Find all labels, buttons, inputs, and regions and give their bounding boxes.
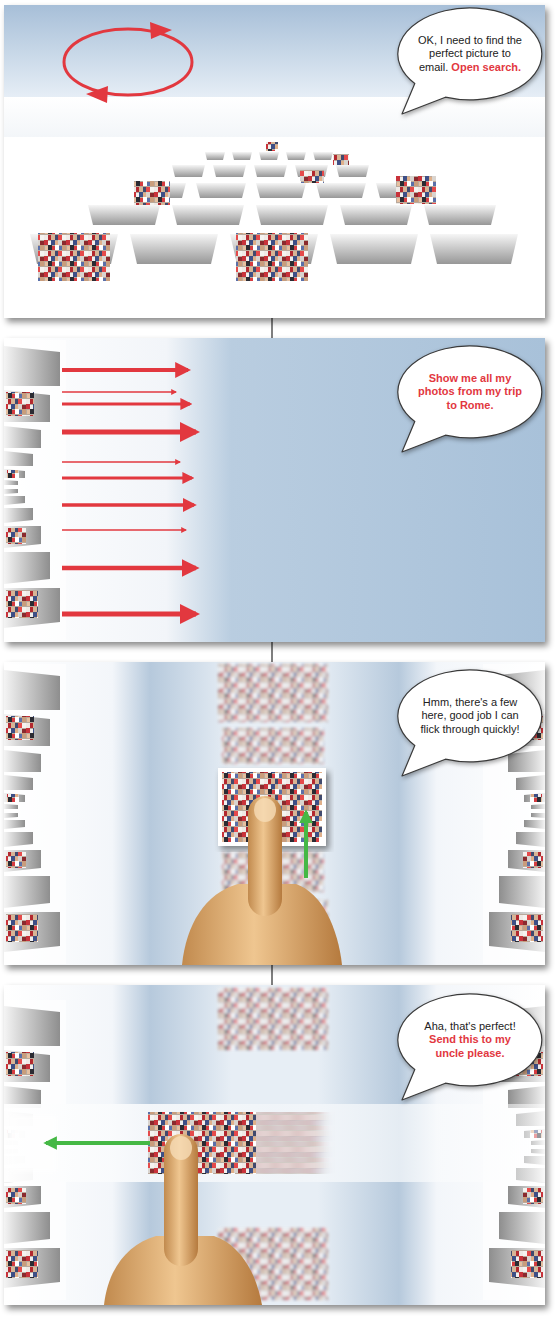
speech-bubble: Hmm, there's a few here, good job I can … <box>394 666 544 778</box>
red-arrow <box>62 403 190 406</box>
photo-thumbnail <box>266 142 278 151</box>
finger-nail <box>170 1136 192 1160</box>
red-arrow <box>62 391 176 393</box>
red-arrow <box>62 566 196 571</box>
bubble-text-area: Show me all my photos from my trip to Ro… <box>416 350 524 434</box>
photo-thumbnail <box>38 233 110 281</box>
photo-shelves <box>430 234 518 264</box>
photo-shelves <box>196 183 246 198</box>
speech-bubble: Aha, that's perfect!Send this to my uncl… <box>394 990 544 1102</box>
panel-flick-through <box>4 662 545 965</box>
photo-thumbnail <box>218 988 328 1050</box>
photo-shelves <box>256 183 306 198</box>
bubble-text: Show me all my photos from my trip to Ro… <box>418 372 522 411</box>
red-arrow <box>62 503 194 507</box>
hand-finger <box>248 796 282 916</box>
bubble-text-block: Show me all my photos from my trip to Ro… <box>416 372 524 412</box>
bubble-text: Send this to my uncle please. <box>416 1033 524 1060</box>
green-arrow <box>46 1141 150 1145</box>
bubble-text-area: Hmm, there's a few here, good job I can … <box>416 674 524 758</box>
horizon-band <box>4 97 545 137</box>
panel-frame <box>4 985 545 1305</box>
red-arrow <box>62 529 186 531</box>
bubble-text: Open search. <box>451 61 521 73</box>
photo-shelves <box>254 165 287 177</box>
bubble-text-block: Aha, that's perfect!Send this to my uncl… <box>416 1020 524 1060</box>
photo-shelves <box>205 152 225 160</box>
speech-bubble: OK, I need to find the perfect picture t… <box>394 4 544 116</box>
photo-shelves <box>340 205 412 225</box>
photo-thumbnail <box>218 664 328 722</box>
green-arrow <box>304 812 308 878</box>
photo-shelves <box>172 205 244 225</box>
bubble-text: Aha, that's perfect! <box>416 1020 524 1033</box>
panel-frame <box>4 5 545 318</box>
rotate-ellipse <box>64 29 192 95</box>
photo-thumbnail <box>134 181 170 205</box>
rotate-arrowhead <box>150 22 172 39</box>
photo-thumbnail <box>236 233 308 281</box>
bubble-text-block: OK, I need to find the perfect picture t… <box>416 34 524 74</box>
rotate-arrow <box>64 22 192 103</box>
panel-send-photo <box>4 985 545 1305</box>
speech-bubble-path <box>398 670 542 776</box>
photo-shelves <box>256 205 328 225</box>
panel-search-open <box>4 5 545 318</box>
photo-thumbnail <box>222 728 324 764</box>
bubble-text-area: OK, I need to find the perfect picture t… <box>416 12 524 96</box>
speech-bubble-path <box>398 346 542 452</box>
photo-thumbnail <box>396 176 436 204</box>
photo-shelves <box>286 152 306 160</box>
panel-connector <box>271 965 273 985</box>
photo-shelves <box>172 165 205 177</box>
panel-frame <box>4 338 545 642</box>
photo-shelves <box>313 152 333 160</box>
red-arrows <box>62 370 196 614</box>
photo-shelves <box>213 165 246 177</box>
photo-shelves <box>88 205 160 225</box>
photo-shelves <box>336 165 369 177</box>
speech-bubble-outline <box>394 990 544 1102</box>
hand <box>182 796 342 965</box>
red-arrow <box>62 477 192 480</box>
photo-shelves <box>130 234 218 264</box>
photo-thumbnails <box>38 142 436 281</box>
photo-shelves <box>232 152 252 160</box>
photo-shelves <box>259 152 279 160</box>
photo-thumbnail <box>333 154 349 165</box>
photo-stack-column <box>4 340 66 640</box>
bubble-text: Hmm, there's a few here, good job I can … <box>420 696 519 735</box>
photo-shelves <box>424 205 496 225</box>
red-arrow <box>62 368 188 372</box>
hand-finger <box>164 1134 198 1266</box>
photo-thumbnail <box>300 170 324 183</box>
bubble-text-area: Aha, that's perfect!Send this to my uncl… <box>416 998 524 1082</box>
red-arrow <box>62 461 180 463</box>
panel-connector <box>271 642 273 662</box>
speech-bubble-outline <box>394 666 544 778</box>
swipe-band <box>4 1104 545 1182</box>
finger-nail <box>254 798 276 822</box>
photo-shelves <box>330 234 418 264</box>
speech-bubble-outline <box>394 4 544 116</box>
panel-rome-search <box>4 338 545 642</box>
red-arrow <box>62 430 196 435</box>
panel-connector <box>271 318 273 338</box>
speech-bubble-path <box>398 994 542 1100</box>
photo-shelves <box>316 183 366 198</box>
bubble-text-block: Hmm, there's a few here, good job I can … <box>416 696 524 736</box>
speech-bubble-path <box>398 8 542 114</box>
red-arrow <box>62 612 196 617</box>
rotate-arrowhead <box>86 86 108 103</box>
panel-frame <box>4 662 545 965</box>
hand <box>104 1134 262 1305</box>
photo-stack-column <box>4 664 66 964</box>
speech-bubble: Show me all my photos from my trip to Ro… <box>394 342 544 454</box>
speech-bubble-outline <box>394 342 544 454</box>
